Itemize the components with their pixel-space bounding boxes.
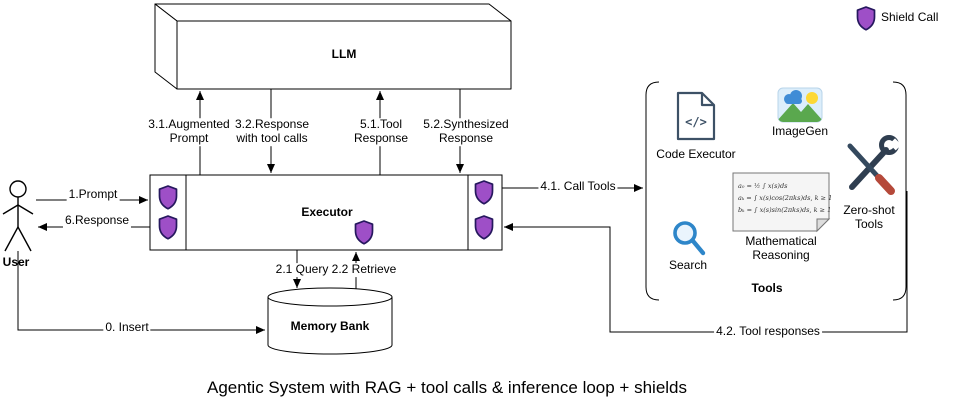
imagegen-icon (777, 87, 823, 123)
tools-group-label: Tools (751, 281, 783, 296)
zero-shot-label: Zero-shot Tools (843, 203, 895, 231)
llm-node (154, 3, 512, 90)
code-glyph: </> (685, 115, 707, 129)
user-label: User (2, 255, 30, 270)
memory-bank-label: Memory Bank (290, 319, 370, 334)
shield-icon (474, 180, 494, 205)
imagegen-mountain (778, 103, 822, 122)
edge-response-tool-calls-label: 3.2.Response with tool calls (232, 117, 312, 146)
code-executor-icon: </> (676, 91, 716, 141)
executor-label: Executor (301, 205, 353, 220)
memory-bank-node (267, 287, 393, 355)
legend-shield-label: Shield Call (881, 10, 939, 25)
math-formula-line: a₀ = ½ ∫ x(s)ds (738, 182, 788, 190)
math-reasoning-label: Mathematical Reasoning (745, 234, 817, 262)
executor-node (149, 174, 503, 251)
edge-query-label: 2.1 Query (273, 262, 331, 277)
edge-insert-label: 0. Insert (103, 320, 151, 335)
diagram-title: Agentic System with RAG + tool calls & i… (206, 378, 688, 397)
imagegen-cloud (784, 90, 802, 104)
edge-augmented-prompt-label: 3.1.Augmented Prompt (146, 117, 232, 146)
edge-tool-response-label: 5.1.Tool Response (351, 117, 411, 146)
llm-label: LLM (331, 47, 357, 62)
edge-response-label: 6.Response (62, 213, 132, 228)
edge-tool-responses-label: 4.2. Tool responses (714, 324, 822, 339)
math-reasoning-icon: a₀ = ½ ∫ x(s)ds aₖ = ∫ x(s)cos(2πks)ds, … (732, 172, 832, 233)
math-formula-line: aₖ = ∫ x(s)cos(2πks)ds, k ≥ 1 (738, 194, 832, 202)
imagegen-label: ImageGen (771, 124, 829, 139)
user-head (9, 180, 27, 198)
edge-tool-responses (504, 191, 908, 333)
edge-prompt-label: 1.Prompt (66, 187, 120, 202)
tools-group-bracket-right (892, 81, 907, 301)
math-formula-line: bₖ = ∫ x(s)sin(2πks)ds, k ≥ 1 (738, 206, 831, 214)
imagegen-sun (806, 92, 818, 104)
shield-icon (474, 215, 494, 240)
edge-insert (17, 251, 265, 334)
search-label: Search (668, 258, 708, 273)
shield-icon (158, 215, 178, 240)
shield-icon (158, 185, 178, 210)
shield-icon (354, 220, 374, 245)
search-icon (673, 221, 706, 256)
edge-retrieve-label: 2.2 Retrieve (329, 262, 399, 277)
legend-shield-icon (856, 6, 876, 31)
edge-call-tools-label: 4.1. Call Tools (538, 179, 618, 194)
tools-group-bracket-left (645, 81, 660, 301)
code-executor-label: Code Executor (656, 147, 736, 162)
edge-synthesized-response-label: 5.2.Synthesized Response (421, 117, 511, 146)
user-actor (2, 180, 34, 252)
zero-shot-tools-icon (847, 135, 902, 195)
